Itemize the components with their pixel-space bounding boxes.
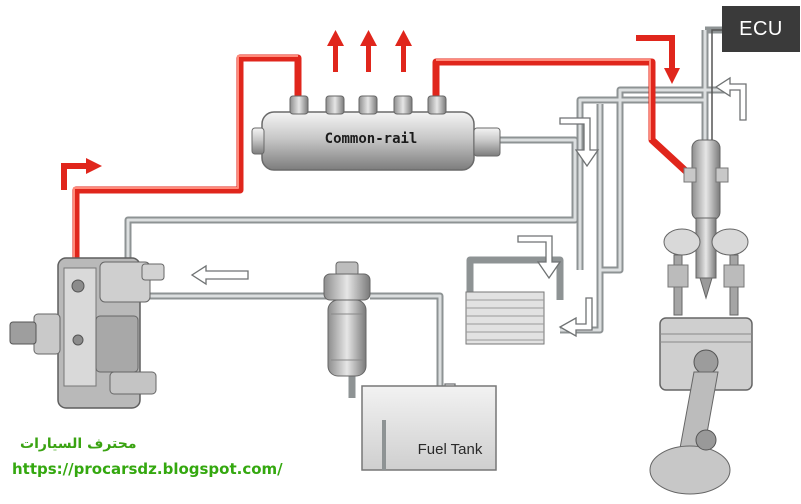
fuel-cooler [465,291,545,345]
fuel-tank-label: Fuel Tank [417,441,483,458]
ecu-feed-arrow [636,35,675,70]
common-rail-label: Common-rail [324,131,418,147]
low-pressure-pipes-inner [126,30,730,398]
pump-outlet-arrow [61,163,88,190]
common-rail [251,95,501,171]
ecu-box: ECU [722,6,800,52]
ecu-feed-arrowhead [664,68,680,84]
ecu-wires [711,29,722,140]
watermark-url[interactable]: https://procarsdz.blogspot.com/ [12,460,283,478]
high-pressure-pump [9,257,165,409]
ecu-label: ECU [739,17,783,40]
fuel-filter [323,261,371,377]
fuel-tank [361,385,497,471]
valves [663,228,749,316]
injector [683,139,729,300]
high-pressure-lines [72,54,694,289]
pump-outlet-arrowhead [86,158,102,174]
watermark-arabic: محترف السيارات [20,436,137,452]
high-pressure-up-arrows [327,30,412,72]
low-pressure-pipes [124,26,730,398]
engine-piston [649,317,753,495]
high-pressure-highlight [73,55,651,285]
